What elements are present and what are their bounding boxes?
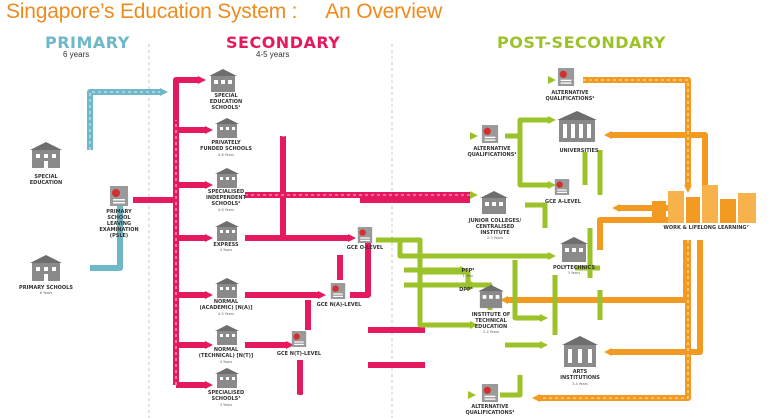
psle-label: PRIMARY SCHOOL LEAVING EXAMINATION (PSLE… [99,209,139,239]
primary-school-building-icon [30,255,62,281]
normal-academic-duration: 4-5 Years [217,312,235,316]
title-part-1: Singapore’s Education System : [6,0,298,23]
specialised-schools-label: SPECIALISED SCHOOLS³ [207,390,245,402]
primary-schools-duration: 6 Years [39,291,53,295]
privately-funded-duration: 4-6 Years [217,153,235,157]
special-education-building-icon [30,142,62,168]
express-label: EXPRESS [213,242,239,248]
gce-a-level-label: GCE A-LEVEL [545,199,581,205]
gce-na-level-label: GCE N(A)-LEVEL [316,302,362,308]
ite-building-icon [478,284,504,309]
alt-qual-mid-label: ALTERNATIVE QUALIFICATIONS⁴ [467,146,517,158]
secondary-heading: SECONDARY [226,33,341,52]
pfp-label: PFP⁵ [461,268,475,274]
specialised-independent-duration: 4-6 Years [217,208,235,212]
specialised-independent-label: SPECIALISED INDEPENDENT SCHOOLS² [205,189,247,207]
page-title: Singapore’s Education System : An Overvie… [6,0,442,24]
normal-technical-duration: 4 Years [219,360,233,364]
privately-funded-label: PRIVATELY FUNDED SCHOOLS [200,140,252,152]
alt-qual-mid-certificate-icon [481,125,499,143]
arts-institutions-building-icon [562,336,598,367]
polytechnics-building-icon [560,237,588,262]
special-education-schools-icon [209,69,237,92]
junior-colleges-building-icon [480,191,508,214]
privately-funded-icon [215,118,239,138]
special-education-schools-label: SPECIAL EDUCATION SCHOOLS¹ [209,93,243,111]
dpp-label: DPP⁶ [459,287,473,293]
normal-technical-icon [215,325,239,345]
alt-qual-top-certificate-icon [557,68,575,86]
secondary-duration: 4-5 years [256,50,290,59]
title-part-2: An Overview [325,0,443,23]
alt-qual-top-label: ALTERNATIVE QUALIFICATIONS⁴ [545,90,595,102]
specialised-schools-duration: 4 Years [219,403,233,407]
ite-label: INSTITUTE OF TECHNICAL EDUCATION [471,312,511,330]
gce-nt-level-label: GCE N(T)-LEVEL [276,351,322,357]
normal-academic-icon [215,278,239,298]
universities-label: UNIVERSITIES [559,148,599,154]
polytechnics-duration: 3 Years [567,271,581,275]
post-secondary-heading: POST-SECONDARY [497,33,666,52]
polytechnics-label: POLYTECHNICS [552,265,596,271]
arts-institutions-duration: 3-4 Years [571,382,589,386]
primary-duration: 6 years [63,50,90,59]
gce-a-level-certificate-icon [554,179,570,195]
work-lifelong-learning-label: WORK & LIFELONG LEARNING⁷ [663,225,749,231]
gce-o-level-label: GCE O-LEVEL [346,245,384,251]
primary-heading: PRIMARY [45,33,130,52]
ite-duration: 2-4 Years [482,330,500,334]
pfp-duration: 1 Year [462,274,474,278]
specialised-schools-icon [215,368,239,388]
junior-colleges-label: JUNIOR COLLEGES/ CENTRALISED INSTITUTE [468,218,522,236]
psle-certificate-icon [110,186,128,206]
gce-na-level-certificate-icon [330,283,346,299]
gce-o-level-certificate-icon [357,227,373,243]
special-education-label: SPECIAL EDUCATION [29,174,63,186]
alt-qual-bottom-certificate-icon [481,384,499,402]
gce-nt-level-certificate-icon [291,331,307,347]
primary-schools-label: PRIMARY SCHOOLS [19,285,73,291]
universities-building-icon [557,111,597,142]
arts-institutions-label: ARTS INSTITUTIONS [560,369,600,381]
work-city-skyline-icon [652,185,756,223]
express-icon [215,221,239,241]
express-duration: 4 Years [219,248,233,252]
junior-colleges-duration: 2-3 Years [486,236,504,240]
alt-qual-bottom-label: ALTERNATIVE QUALIFICATIONS⁴ [465,404,515,416]
specialised-independent-icon [215,168,239,188]
normal-technical-label: NORMAL (TECHNICAL) [N(T)] [198,347,254,359]
normal-academic-label: NORMAL (ACADEMIC) [N(A)] [199,299,253,311]
